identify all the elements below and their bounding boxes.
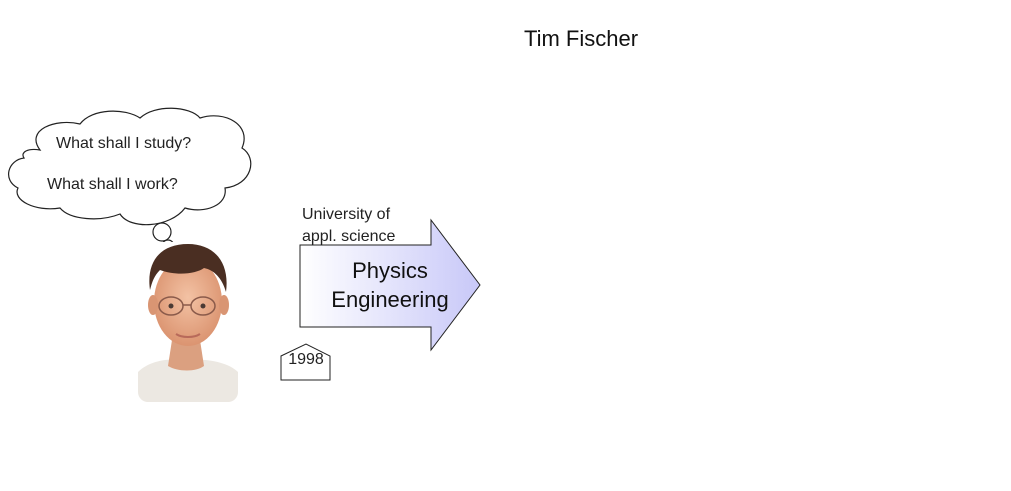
year-marker-shape xyxy=(280,343,331,381)
program-line-2: Engineering xyxy=(331,287,449,312)
institution-line-1: University of xyxy=(302,206,391,223)
institution-label: University of appl. science xyxy=(302,204,395,248)
portrait-photo xyxy=(138,242,238,402)
thought-line-work: What shall I work? xyxy=(47,176,178,193)
program-line-1: Physics xyxy=(352,258,428,283)
timeline-arrow xyxy=(299,218,481,352)
institution-line-2: appl. science xyxy=(302,228,396,245)
page-title: Tim Fischer xyxy=(523,26,639,51)
program-label: Physics Engineering xyxy=(302,256,478,314)
year-marker-label: 1998 xyxy=(288,351,324,368)
thought-line-study: What shall I study? xyxy=(56,135,192,152)
